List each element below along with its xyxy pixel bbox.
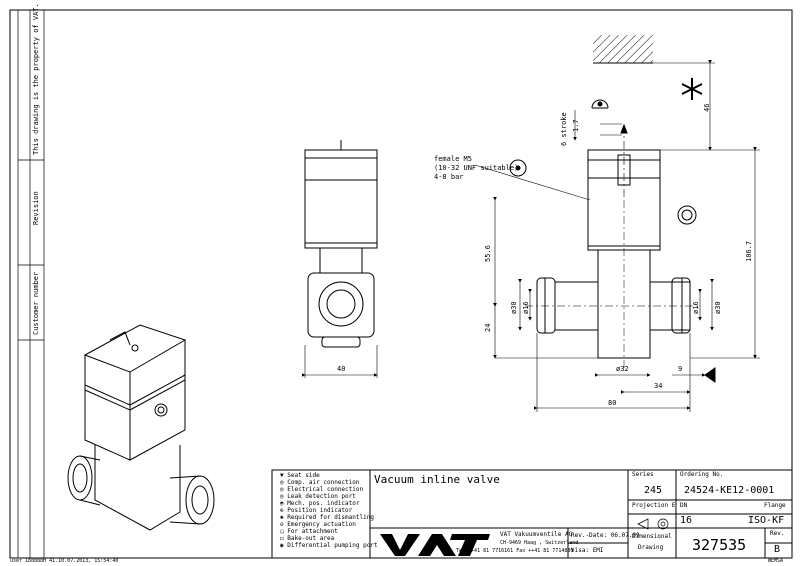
drawing-title: Vacuum inline valve [374,473,500,486]
dim-30-left: ø30 [510,301,518,314]
dim-34: 34 [654,382,663,390]
rev-value: B [774,544,781,555]
company-address: CH-9469 Haag , Switzerland [500,540,579,546]
projection-label: Projection E [632,502,676,509]
flange-label: Flange [764,502,786,509]
dim-16-left: ø16 [522,301,530,314]
drawing-number: 327535 [692,536,747,554]
dn-label: DN [680,502,688,509]
legend-item: ⊕ Position indicator [280,507,353,514]
legend-item: ◯ For attachment [280,528,338,535]
section-view [474,35,760,412]
seat-side-icon: ▼ [280,472,284,479]
legend-item: ◎ Leak detection port [280,493,356,500]
legend-item: ◉ Differential pumping port [280,542,378,549]
title-block-grid [271,469,793,559]
female-port-line3: 4-8 bar [434,173,464,181]
footer-user: user 188888H 41.10.07.2013, 15:54:40 [10,558,119,564]
series-label: Series [632,471,654,478]
female-port-line2: (10-32 UNF suitable) [434,164,519,172]
dim-32: ø32 [616,365,629,373]
flange-value: ISO-KF [748,515,785,526]
drawing-label: Drawing [638,544,664,551]
revision-label: Revision [32,191,40,225]
female-port-line1: female M5 [434,155,472,163]
bake-out-icon: ◻ [280,535,284,542]
dimensional-label: Dimensional [632,533,672,540]
legend-item: ⊖ Emergency actuation [280,521,356,528]
ordering-value: 24524-KE12-0001 [684,485,775,496]
customer-number-label: Customer number [32,271,40,335]
dn-value: 16 [680,515,693,526]
property-notice: This drawing is the property of VAT. [32,3,40,155]
dim-80: 80 [608,399,617,407]
rev-label: Rev. [770,530,785,537]
bottom-tag: WEMSA [768,558,784,564]
mech-indicator-icon: ◓ [280,500,284,507]
pumping-port-icon: ◉ [280,542,284,549]
dim-46: 46 [703,103,711,112]
dim-1-7: 1.7 [572,119,580,132]
electrical-connection-icon: ◎ [280,486,284,493]
legend-item: ◎ Electrical connection [280,486,364,493]
dim-24: 24 [484,323,492,332]
stroke-label: 6 stroke [560,112,568,146]
ordering-label: Ordering No. [680,471,724,478]
dim-55-6: 55.6 [484,245,492,262]
series-value: 245 [644,485,663,496]
isometric-view [67,324,215,531]
attachment-icon: ◯ [280,528,284,535]
vat-logo [380,534,490,556]
air-connection-icon: ◎ [280,479,284,486]
front-view [302,140,378,378]
company-phone: Tel ++41 81 7716161 Fax ++41 81 7714830 [456,548,574,554]
legend-item: ✱ Required for dismantling [280,514,374,521]
dim-16-right: ø16 [692,301,700,314]
legend-item: ◎ Comp. air connection [280,479,360,486]
dim-106-7: 106.7 [745,240,753,262]
dim-9: 9 [678,365,683,373]
legend-item: ◓ Mech. pos. indicator [280,500,360,507]
legend-item: ▼ Seat side [280,472,320,479]
rev-date: Rev.-Date: 06.07.09 [571,532,640,539]
leak-detection-icon: ◎ [280,493,284,500]
emergency-icon: ⊖ [280,521,284,528]
asterisk-icon: ✱ [280,514,284,521]
company-name: VAT Vakuumventile AG [500,531,573,538]
position-indicator-icon: ⊕ [280,507,284,514]
visa: Visa: EMI [571,547,604,554]
dim-40: 40 [337,365,346,373]
dim-30-right: ø30 [714,301,722,314]
legend-item: ◻ Bake-out area [280,535,335,542]
